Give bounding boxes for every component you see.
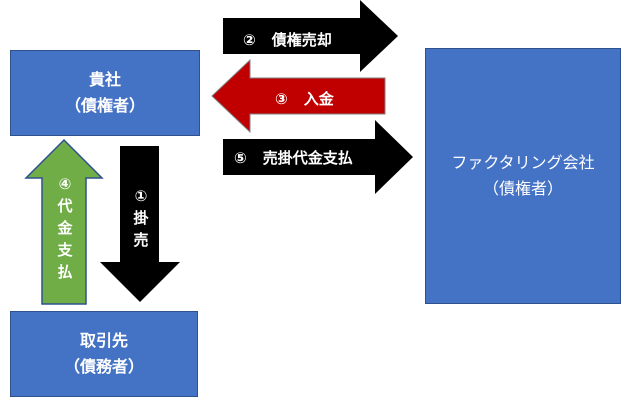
sale-step-number: ②	[243, 30, 256, 49]
credit-sale-step-number: ①	[134, 187, 148, 205]
price-payment-char: 代	[57, 197, 73, 215]
payment-arrow	[211, 58, 386, 134]
client-role: （債務者）	[63, 357, 144, 376]
price-payment-step-number: ④	[58, 175, 72, 193]
payment-arrow-label: ③ 入金	[275, 88, 334, 109]
company-role: （債権者）	[64, 96, 145, 115]
factoring-company-role: （債権者）	[482, 179, 563, 198]
factoring-company-box: ファクタリング会社 （債権者）	[425, 48, 621, 304]
receivable-payment-arrow	[223, 120, 413, 194]
company-name: 貴社	[88, 70, 121, 89]
credit-sale-char: 掛	[133, 209, 149, 227]
credit-sale-char: 売	[133, 231, 149, 249]
price-payment-arrow-label: ④ 代 金 支 払	[54, 173, 76, 283]
factoring-company-name: ファクタリング会社	[451, 153, 595, 172]
receivable-arrow-label: ⑤ 売掛代金支払	[234, 147, 353, 168]
receivable-step-text: 売掛代金支払	[262, 149, 353, 167]
company-box: 貴社 （債権者）	[10, 50, 200, 136]
receivable-step-number: ⑤	[234, 148, 247, 167]
sale-step-text: 債権売却	[271, 31, 332, 49]
sale-arrow	[223, 0, 398, 72]
payment-step-text: 入金	[303, 90, 334, 108]
price-payment-char: 支	[57, 241, 73, 259]
client-name: 取引先	[79, 331, 128, 350]
price-payment-char: 金	[57, 219, 73, 237]
credit-sale-arrow	[100, 146, 180, 302]
client-box: 取引先 （債務者）	[10, 311, 198, 397]
credit-sale-arrow-label: ① 掛 売	[130, 185, 152, 251]
price-payment-char: 払	[57, 263, 73, 281]
sale-arrow-label: ② 債権売却	[243, 29, 332, 50]
payment-step-number: ③	[275, 89, 288, 108]
price-payment-arrow	[24, 138, 104, 305]
